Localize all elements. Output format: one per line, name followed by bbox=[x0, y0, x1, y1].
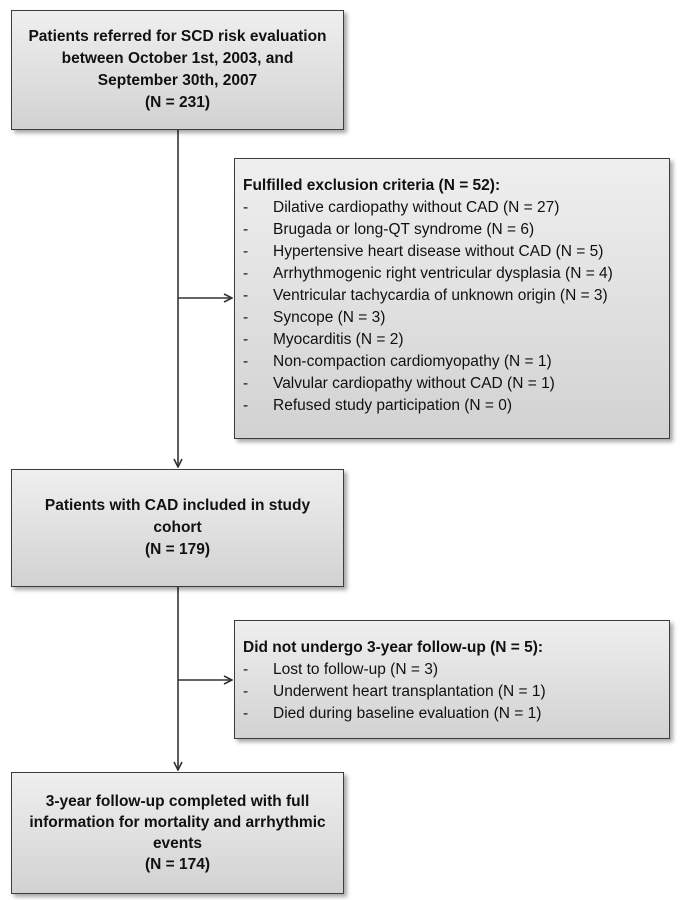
no-followup-list: - Lost to follow-up (N = 3) - Underwent he… bbox=[243, 659, 669, 725]
list-item: - Lost to follow-up (N = 3) bbox=[243, 659, 669, 681]
list-item: - Valvular cardiopathy without CAD (N = 1… bbox=[243, 373, 669, 395]
list-item: - Syncope (N = 3) bbox=[243, 307, 669, 329]
list-item-text: Dilative cardiopathy without CAD (N = 27… bbox=[273, 199, 560, 216]
list-dash: - bbox=[243, 243, 249, 260]
list-item-text: Hypertensive heart disease without CAD (… bbox=[273, 243, 604, 260]
box-text-line: 3-year follow-up completed with full bbox=[45, 793, 310, 810]
list-dash: - bbox=[243, 265, 249, 282]
list-item: - Myocarditis (N = 2) bbox=[243, 329, 669, 351]
list-item-text: Non-compaction cardiomyopathy (N = 1) bbox=[273, 353, 552, 370]
list-dash: - bbox=[243, 375, 249, 392]
box-text-line: information for mortality and arrhythmic bbox=[29, 814, 326, 831]
list-dash: - bbox=[243, 705, 249, 722]
list-item: - Brugada or long-QT syndrome (N = 6) bbox=[243, 219, 669, 241]
list-item: - Underwent heart transplantation (N = 1) bbox=[243, 681, 669, 703]
list-item-text: Arrhythmogenic right ventricular dysplas… bbox=[273, 265, 613, 282]
list-item-text: Myocarditis (N = 2) bbox=[273, 331, 404, 348]
followup-completed-box: 3-year follow-up completed with full inf… bbox=[11, 772, 344, 894]
box-text-line: between October 1st, 2003, and bbox=[61, 50, 294, 67]
list-item-text: Syncope (N = 3) bbox=[273, 309, 386, 326]
list-dash: - bbox=[243, 331, 249, 348]
list-item: - Arrhythmogenic right ventricular dyspla… bbox=[243, 263, 669, 285]
box-text-line: September 30th, 2007 bbox=[97, 72, 258, 89]
box-text-line: Patients referred for SCD risk evaluatio… bbox=[28, 28, 327, 45]
list-dash: - bbox=[243, 221, 249, 238]
list-dash: - bbox=[243, 683, 249, 700]
box-text-line: cohort bbox=[153, 519, 202, 536]
no-followup-box: Did not undergo 3-year follow-up (N = 5)… bbox=[234, 620, 670, 739]
list-dash: - bbox=[243, 199, 249, 216]
list-dash: - bbox=[243, 287, 249, 304]
list-dash: - bbox=[243, 309, 249, 326]
list-dash: - bbox=[243, 397, 249, 414]
list-item: - Died during baseline evaluation (N = 1) bbox=[243, 703, 669, 725]
box-text-line: Patients with CAD included in study bbox=[44, 497, 311, 514]
box-text-line: events bbox=[152, 835, 203, 852]
list-item: - Non-compaction cardiomyopathy (N = 1) bbox=[243, 351, 669, 373]
list-item-text: Brugada or long-QT syndrome (N = 6) bbox=[273, 221, 535, 238]
box-count: (N = 179) bbox=[144, 541, 211, 558]
list-item: - Hypertensive heart disease without CAD … bbox=[243, 241, 669, 263]
list-item-text: Underwent heart transplantation (N = 1) bbox=[273, 683, 546, 700]
list-item: - Ventricular tachycardia of unknown orig… bbox=[243, 285, 669, 307]
no-followup-title: Did not undergo 3-year follow-up (N = 5)… bbox=[243, 639, 544, 656]
list-item-text: Valvular cardiopathy without CAD (N = 1) bbox=[273, 375, 555, 392]
list-item-text: Died during baseline evaluation (N = 1) bbox=[273, 705, 542, 722]
box-count: (N = 231) bbox=[144, 94, 211, 111]
list-item: - Refused study participation (N = 0) bbox=[243, 395, 669, 417]
list-dash: - bbox=[243, 661, 249, 678]
list-dash: - bbox=[243, 353, 249, 370]
exclusion-criteria-title: Fulfilled exclusion criteria (N = 52): bbox=[243, 177, 501, 194]
list-item-text: Refused study participation (N = 0) bbox=[273, 397, 513, 414]
exclusion-criteria-list: - Dilative cardiopathy without CAD (N = 2… bbox=[243, 197, 669, 417]
list-item-text: Ventricular tachycardia of unknown origi… bbox=[273, 287, 608, 304]
included-cohort-box: Patients with CAD included in study coho… bbox=[11, 469, 344, 587]
list-item-text: Lost to follow-up (N = 3) bbox=[273, 661, 438, 678]
referred-patients-box: Patients referred for SCD risk evaluatio… bbox=[11, 10, 344, 130]
box-count: (N = 174) bbox=[144, 856, 211, 873]
exclusion-criteria-box: Fulfilled exclusion criteria (N = 52): -… bbox=[234, 158, 670, 439]
list-item: - Dilative cardiopathy without CAD (N = 2… bbox=[243, 197, 669, 219]
